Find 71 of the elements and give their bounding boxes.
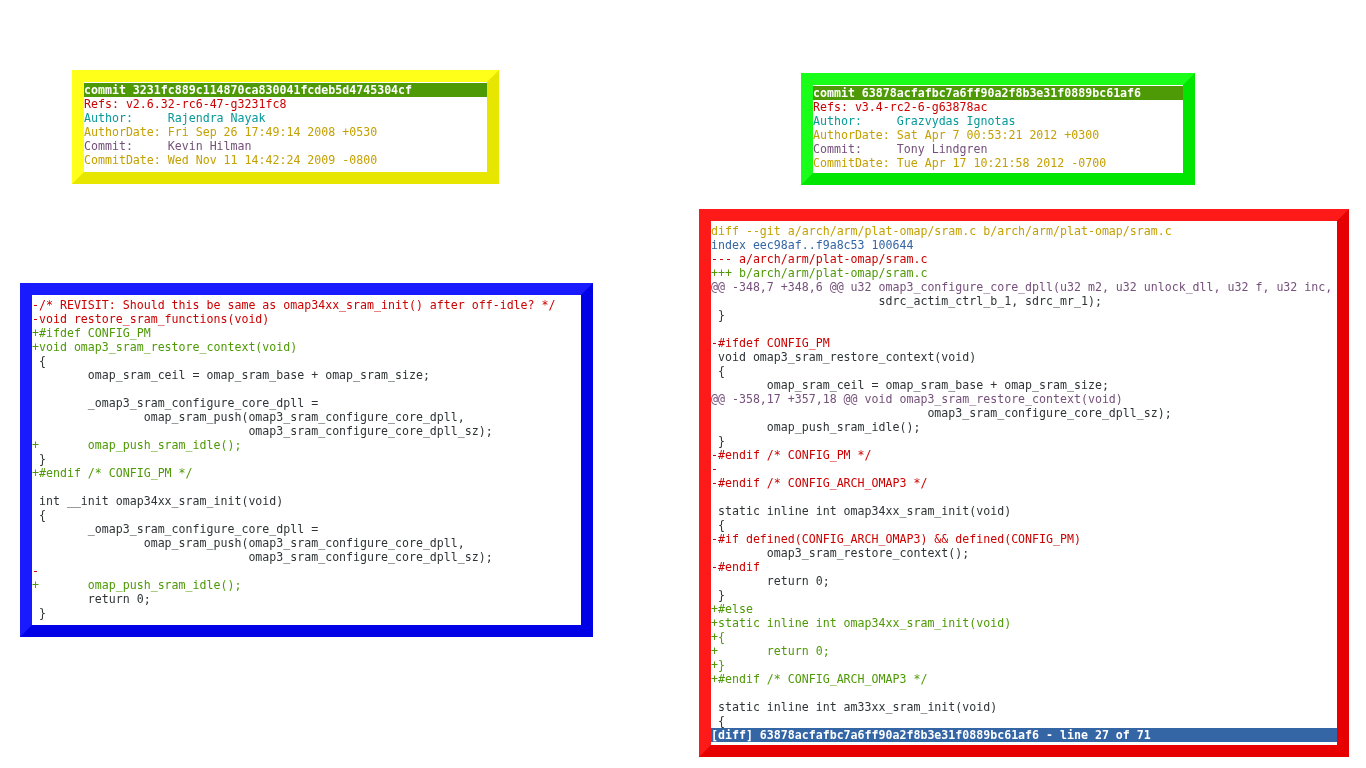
code-line: omap_sram_ceil = omap_sram_base + omap_sram_size; [86, 368, 431, 382]
code-line: } [37, 452, 47, 466]
code-line: index eec98af..f9a8c53 100644 [711, 238, 915, 252]
code-line: static inline int omap34xx_sram_init(void) [716, 504, 1013, 518]
code-line: { [716, 714, 726, 728]
code-line: void omap3_sram_restore_context(void) [716, 350, 978, 364]
code-line: +++ b/arch/arm/plat-omap/sram.c [711, 266, 929, 280]
code-line: + omap_push_sram_idle(); [32, 438, 243, 452]
code-line: omap_sram_push(omap3_sram_configure_core_dpll, [142, 536, 466, 550]
code-line: return 0; [765, 574, 831, 588]
code-line: sdrc_actim_ctrl_b_1, sdrc_mr_1); [877, 294, 1103, 308]
code-line: } [716, 588, 726, 602]
terminal-window-frame [699, 209, 1349, 757]
code-line: Commit: Tony Lindgren [813, 142, 989, 156]
code-line: return 0; [86, 592, 152, 606]
code-line: +} [711, 658, 726, 672]
code-line: +#ifdef CONFIG_PM [32, 326, 152, 340]
code-line: +void omap3_sram_restore_context(void) [32, 340, 299, 354]
code-line: +static inline int omap34xx_sram_init(void) [711, 616, 1013, 630]
code-line: { [716, 364, 726, 378]
code-line: + return 0; [711, 644, 831, 658]
code-line: Commit: Kevin Hilman [84, 139, 253, 153]
code-line: Refs: v2.6.32-rc6-47-g3231fc8 [84, 97, 288, 111]
code-line: -/* REVISIT: Should this be same as omap34xx_sram_init() after off-idle? */ [32, 298, 557, 312]
code-line: - [711, 462, 719, 476]
code-line: } [716, 308, 726, 322]
code-line: + omap_push_sram_idle(); [32, 578, 243, 592]
code-line: CommitDate: Tue Apr 17 10:21:58 2012 -0700 [813, 156, 1108, 170]
code-line: AuthorDate: Sat Apr 7 00:53:21 2012 +0300 [813, 128, 1101, 142]
code-line: AuthorDate: Fri Sep 26 17:49:14 2008 +0530 [84, 125, 379, 139]
code-line: -#endif /* CONFIG_PM */ [711, 448, 873, 462]
code-line: @@ -358,17 +357,18 @@ void omap3_sram_restore_context(void) [711, 392, 1124, 406]
code-line: omap3_sram_configure_core_dpll_sz); [247, 424, 494, 438]
code-line: omap_sram_ceil = omap_sram_base + omap_sram_size; [765, 378, 1110, 392]
code-line: { [37, 508, 47, 522]
code-line: diff --git a/arch/arm/plat-omap/sram.c b/arch/arm/plat-omap/sram.c [711, 224, 1173, 238]
code-line: Author: Grazvydas Ignotas [813, 114, 1017, 128]
code-line: omap_push_sram_idle(); [765, 420, 922, 434]
code-line: - [32, 564, 40, 578]
commit-header-bar: commit 3231fc889c114870ca830041fcdeb5d4745304cf [84, 83, 487, 97]
code-line: omap3_sram_configure_core_dpll_sz); [247, 550, 494, 564]
code-line: } [37, 606, 47, 620]
terminal-window-frame [72, 70, 499, 184]
terminal-window-frame [801, 73, 1195, 185]
code-line: } [716, 434, 726, 448]
code-line: CommitDate: Wed Nov 11 14:42:24 2009 -0800 [84, 153, 379, 167]
code-line: Author: Rajendra Nayak [84, 111, 267, 125]
code-line: --- a/arch/arm/plat-omap/sram.c [711, 252, 929, 266]
code-line: +#endif /* CONFIG_PM */ [32, 466, 194, 480]
code-line: static inline int am33xx_sram_init(void) [716, 700, 999, 714]
code-line: -#if defined(CONFIG_ARCH_OMAP3) && defined(CONFIG_PM) [711, 532, 1082, 546]
code-line: _omap3_sram_configure_core_dpll = [86, 396, 320, 410]
code-line: -#endif [711, 560, 761, 574]
code-line: -#endif /* CONFIG_ARCH_OMAP3 */ [711, 476, 929, 490]
code-line: omap3_sram_restore_context(); [765, 546, 971, 560]
code-line: +{ [711, 630, 726, 644]
terminal-window-frame [20, 283, 593, 637]
code-line: +#endif /* CONFIG_ARCH_OMAP3 */ [711, 672, 929, 686]
code-line: _omap3_sram_configure_core_dpll = [86, 522, 320, 536]
code-line: omap_sram_push(omap3_sram_configure_core_dpll, [142, 410, 466, 424]
code-line: { [716, 518, 726, 532]
code-line: @@ -348,7 +348,6 @@ u32 omap3_configure_core_dpll(u32 m2, u32 unlock_dll, u32 f, u32 inc, [711, 280, 1334, 294]
status-bar: [diff] 63878acfafbc7a6ff90a2f8b3e31f0889bc61af6 - line 27 of 71 [711, 728, 1337, 742]
commit-header-bar: commit 63878acfafbc7a6ff90a2f8b3e31f0889bc61af6 [813, 86, 1183, 100]
code-line: int __init omap34xx_sram_init(void) [37, 494, 285, 508]
code-line: -#ifdef CONFIG_PM [711, 336, 831, 350]
code-line: Refs: v3.4-rc2-6-g63878ac [813, 100, 989, 114]
code-line: -void restore_sram_functions(void) [32, 312, 271, 326]
code-line: omap3_sram_configure_core_dpll_sz); [926, 406, 1173, 420]
code-line: +#else [711, 602, 754, 616]
code-line: { [37, 354, 47, 368]
